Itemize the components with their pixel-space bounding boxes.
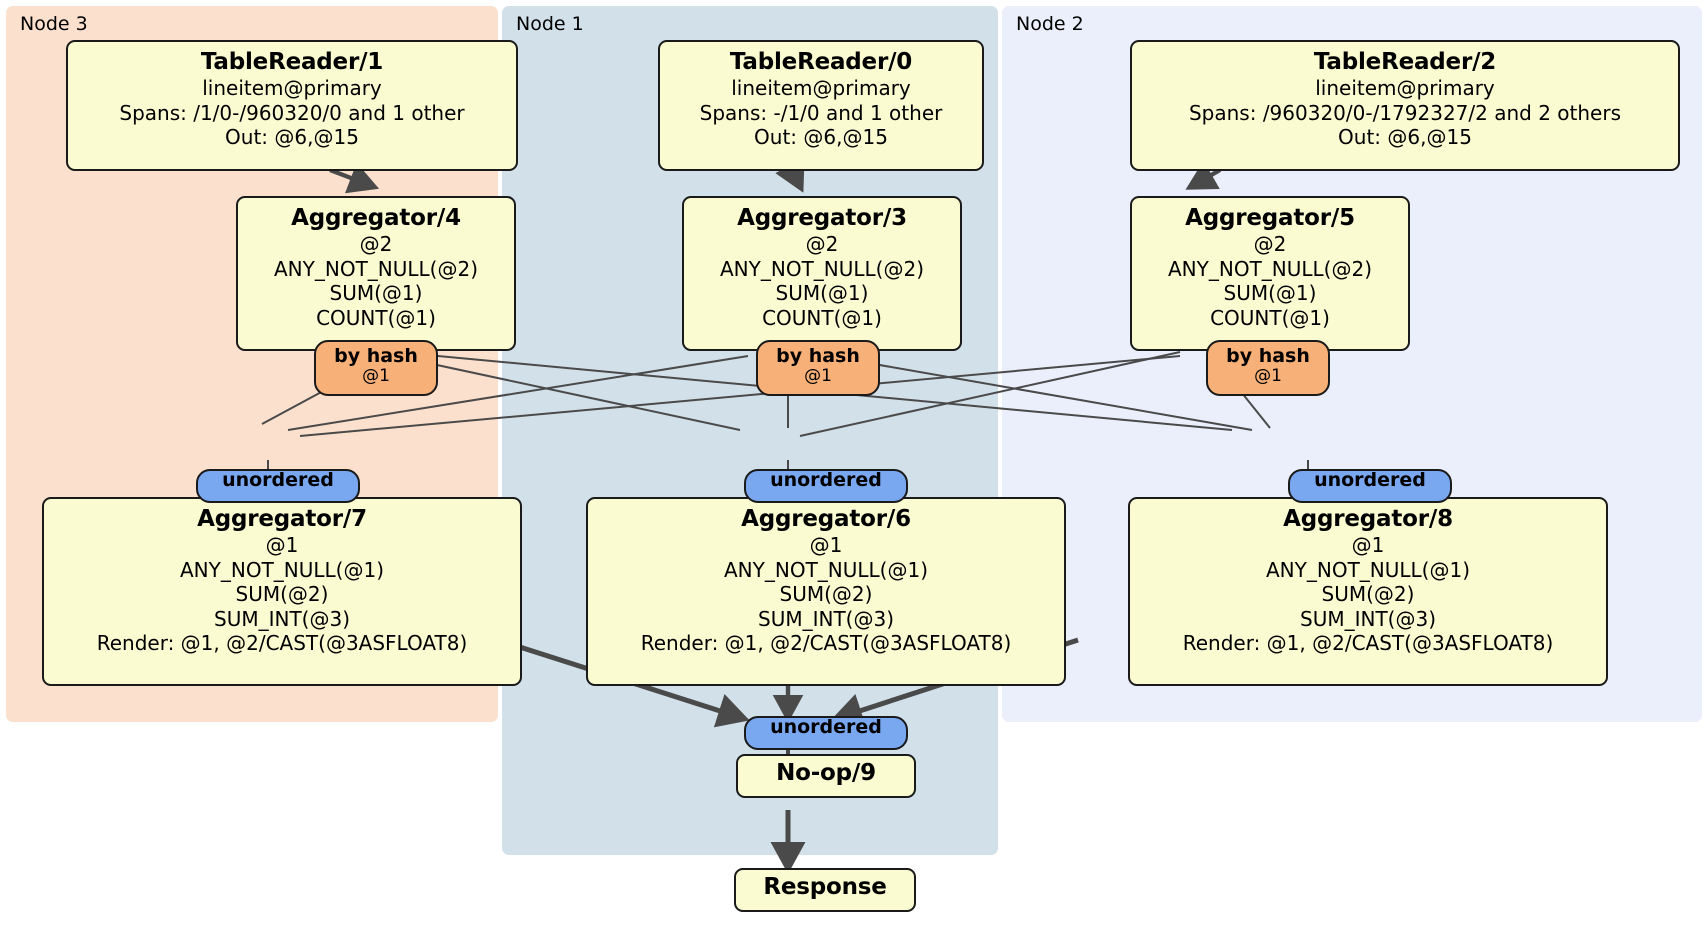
processor-title: Aggregator/8 xyxy=(1283,506,1453,532)
processor-tablereader-0[interactable]: TableReader/0 lineitem@primary Spans: -/… xyxy=(658,40,984,171)
processor-detail-line: SUM(@2) xyxy=(1321,582,1415,607)
processor-tablereader-1[interactable]: TableReader/1 lineitem@primary Spans: /1… xyxy=(66,40,518,171)
input-sync-unordered-center[interactable]: unordered xyxy=(744,469,908,503)
sync-type-label: unordered xyxy=(222,469,334,491)
router-key-label: @1 xyxy=(362,366,390,387)
processor-detail-line: lineitem@primary xyxy=(202,76,382,101)
processor-detail-line: ANY_NOT_NULL(@2) xyxy=(1168,256,1372,281)
router-type-label: by hash xyxy=(776,345,860,367)
processor-detail-line: @1 xyxy=(265,533,299,558)
processor-title: No-op/9 xyxy=(776,760,876,786)
processor-detail-line: Spans: -/1/0 and 1 other xyxy=(699,100,943,125)
processor-detail-line: @2 xyxy=(805,232,839,257)
processor-detail-line: Spans: /1/0-/960320/0 and 1 other xyxy=(119,100,465,125)
output-router-by-hash-left[interactable]: by hash @1 xyxy=(314,340,438,396)
processor-detail-line: SUM(@1) xyxy=(1223,281,1317,306)
processor-detail-line: SUM(@2) xyxy=(235,582,329,607)
processor-detail-line: SUM_INT(@3) xyxy=(214,606,350,631)
processor-title: Aggregator/6 xyxy=(741,506,911,532)
router-type-label: by hash xyxy=(1226,345,1310,367)
router-type-label: by hash xyxy=(334,345,418,367)
processor-title: Response xyxy=(763,874,887,900)
processor-detail-line: @2 xyxy=(1253,232,1287,257)
processor-detail-line: Out: @6,@15 xyxy=(225,125,359,150)
node-panel-label-node2: Node 2 xyxy=(1016,13,1084,35)
processor-detail-line: lineitem@primary xyxy=(731,76,911,101)
router-key-label: @1 xyxy=(804,366,832,387)
input-sync-unordered-final[interactable]: unordered xyxy=(744,716,908,750)
output-router-by-hash-center[interactable]: by hash @1 xyxy=(756,340,880,396)
processor-detail-line: SUM(@2) xyxy=(779,582,873,607)
processor-aggregator-8[interactable]: Aggregator/8 @1 ANY_NOT_NULL(@1) SUM(@2)… xyxy=(1128,497,1608,686)
processor-aggregator-5[interactable]: Aggregator/5 @2 ANY_NOT_NULL(@2) SUM(@1)… xyxy=(1130,196,1410,351)
processor-no-op-9[interactable]: No-op/9 xyxy=(736,754,916,798)
processor-detail-line: @1 xyxy=(809,533,843,558)
processor-render-line: Render: @1, @2/CAST(@3ASFLOAT8) xyxy=(96,631,468,656)
router-key-label: @1 xyxy=(1254,366,1282,387)
processor-title: TableReader/0 xyxy=(729,49,913,75)
processor-detail-line: Spans: /960320/0-/1792327/2 and 2 others xyxy=(1188,100,1621,125)
processor-aggregator-3[interactable]: Aggregator/3 @2 ANY_NOT_NULL(@2) SUM(@1)… xyxy=(682,196,962,351)
processor-detail-line: lineitem@primary xyxy=(1315,76,1495,101)
processor-title: Aggregator/4 xyxy=(291,205,461,231)
processor-title: Aggregator/5 xyxy=(1185,205,1355,231)
input-sync-unordered-right[interactable]: unordered xyxy=(1288,469,1452,503)
processor-detail-line: ANY_NOT_NULL(@1) xyxy=(724,557,928,582)
processor-render-line: Render: @1, @2/CAST(@3ASFLOAT8) xyxy=(640,631,1012,656)
processor-detail-line: @2 xyxy=(359,232,393,257)
sync-type-label: unordered xyxy=(770,469,882,491)
processor-detail-line: @1 xyxy=(1351,533,1385,558)
processor-detail-line: ANY_NOT_NULL(@1) xyxy=(180,557,384,582)
node-panel-label-node1: Node 1 xyxy=(516,13,584,35)
processor-detail-line: ANY_NOT_NULL(@2) xyxy=(274,256,478,281)
processor-detail-line: ANY_NOT_NULL(@2) xyxy=(720,256,924,281)
processor-aggregator-7[interactable]: Aggregator/7 @1 ANY_NOT_NULL(@1) SUM(@2)… xyxy=(42,497,522,686)
processor-aggregator-6[interactable]: Aggregator/6 @1 ANY_NOT_NULL(@1) SUM(@2)… xyxy=(586,497,1066,686)
processor-detail-line: ANY_NOT_NULL(@1) xyxy=(1266,557,1470,582)
processor-aggregator-4[interactable]: Aggregator/4 @2 ANY_NOT_NULL(@2) SUM(@1)… xyxy=(236,196,516,351)
processor-title: Aggregator/7 xyxy=(197,506,367,532)
sync-type-label: unordered xyxy=(770,716,882,738)
node-panel-label-node3: Node 3 xyxy=(20,13,88,35)
sync-type-label: unordered xyxy=(1314,469,1426,491)
processor-detail-line: COUNT(@1) xyxy=(316,305,436,330)
processor-detail-line: COUNT(@1) xyxy=(762,305,882,330)
processor-tablereader-2[interactable]: TableReader/2 lineitem@primary Spans: /9… xyxy=(1130,40,1680,171)
processor-title: TableReader/1 xyxy=(200,49,384,75)
processor-title: TableReader/2 xyxy=(1313,49,1497,75)
processor-detail-line: Out: @6,@15 xyxy=(754,125,888,150)
processor-response[interactable]: Response xyxy=(734,868,916,912)
processor-detail-line: SUM(@1) xyxy=(329,281,423,306)
processor-title: Aggregator/3 xyxy=(737,205,907,231)
processor-detail-line: SUM_INT(@3) xyxy=(758,606,894,631)
processor-render-line: Render: @1, @2/CAST(@3ASFLOAT8) xyxy=(1182,631,1554,656)
processor-detail-line: COUNT(@1) xyxy=(1210,305,1330,330)
processor-detail-line: SUM_INT(@3) xyxy=(1300,606,1436,631)
input-sync-unordered-left[interactable]: unordered xyxy=(196,469,360,503)
processor-detail-line: SUM(@1) xyxy=(775,281,869,306)
output-router-by-hash-right[interactable]: by hash @1 xyxy=(1206,340,1330,396)
processor-detail-line: Out: @6,@15 xyxy=(1338,125,1472,150)
